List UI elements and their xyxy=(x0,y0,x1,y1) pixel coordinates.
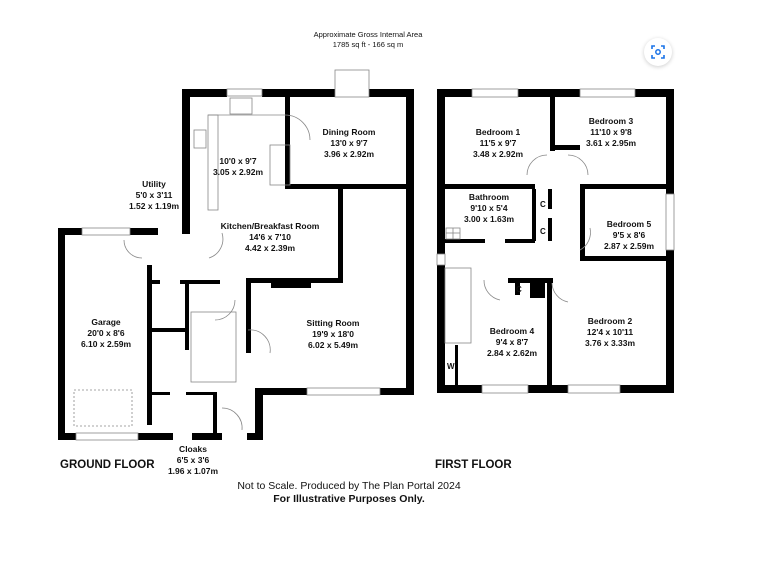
room-label-line: Kitchen/Breakfast Room xyxy=(220,221,320,231)
room-label-line: Garage xyxy=(91,317,121,327)
room-label-line: Dining Room xyxy=(322,127,376,137)
gross-area-value: 1785 sq ft - 166 sq m xyxy=(332,40,404,49)
cupboard-label: C xyxy=(540,227,546,236)
room-label-line: Bathroom xyxy=(468,192,510,202)
room-label-line: 6.02 x 5.49m xyxy=(307,340,359,350)
room-label-line: Bedroom 3 xyxy=(588,116,634,126)
ground-floor-fixtures xyxy=(73,69,381,441)
room-label-line: Bedroom 2 xyxy=(587,316,633,326)
room-label-line: 6'5 x 3'6 xyxy=(176,455,210,465)
gross-area-title: Approximate Gross Internal Area xyxy=(313,30,423,39)
room-label-line: 3.76 x 3.33m xyxy=(584,338,636,348)
room-label-line: 9'5 x 8'6 xyxy=(612,230,646,240)
room-label-line: Utility xyxy=(142,179,166,189)
room-label-line: 3.48 x 2.92m xyxy=(472,149,524,159)
ground-floor-title: GROUND FLOOR xyxy=(60,459,155,471)
wardrobe-label: W xyxy=(447,362,455,371)
room-label-line: Bedroom 1 xyxy=(475,127,521,137)
room-label-line: 1.52 x 1.19m xyxy=(128,201,180,211)
first-floor-fixtures xyxy=(436,88,675,394)
room-label-line: 3.00 x 1.63m xyxy=(463,214,515,224)
gross-area: Approximate Gross Internal Area 1785 sq … xyxy=(314,30,423,50)
room-label-line: 10'0 x 9'7 xyxy=(219,156,257,166)
room-label-line: 9'10 x 5'4 xyxy=(470,203,508,213)
room-label-line: 13'0 x 9'7 xyxy=(330,138,368,148)
room-label-line: 3.61 x 2.95m xyxy=(585,138,637,148)
room-label-line: 9'4 x 8'7 xyxy=(495,337,529,347)
cupboard-label: C xyxy=(540,200,546,209)
room-label-line: Cloaks xyxy=(179,444,207,454)
room-label-line: 6.10 x 2.59m xyxy=(80,339,132,349)
footer-credit: Not to Scale. Produced by The Plan Porta… xyxy=(237,480,461,492)
lens-button[interactable] xyxy=(644,38,672,66)
room-label-line: 3.96 x 2.92m xyxy=(323,149,375,159)
room-label-line: Bedroom 4 xyxy=(489,326,535,336)
room-label-line: 5'0 x 3'11 xyxy=(135,190,173,200)
room-label-line: 3.05 x 2.92m xyxy=(212,167,264,177)
lens-scan-icon xyxy=(651,45,665,59)
room-label-line: 20'0 x 8'6 xyxy=(87,328,125,338)
room-label-line: 1.96 x 1.07m xyxy=(167,466,219,476)
room-label-line: Bedroom 5 xyxy=(606,219,652,229)
room-label-line: 12'4 x 10'11 xyxy=(586,327,634,337)
first-floor-walls xyxy=(437,89,674,393)
room-label-line: 11'5 x 9'7 xyxy=(479,138,517,148)
room-label-line: 19'9 x 18'0 xyxy=(312,329,354,339)
room-label-line: 2.84 x 2.62m xyxy=(486,348,538,358)
footer-disclaimer: For Illustrative Purposes Only. xyxy=(273,493,425,505)
room-label-line: 14'6 x 7'10 xyxy=(249,232,291,242)
room-label-line: Sitting Room xyxy=(306,318,360,328)
ground-floor-walls xyxy=(58,89,414,440)
room-label-line: 4.42 x 2.39m xyxy=(244,243,296,253)
room-label-line: 2.87 x 2.59m xyxy=(603,241,655,251)
cupboard-label: C xyxy=(516,285,522,294)
first-floor-title: FIRST FLOOR xyxy=(435,459,512,471)
room-label-line: 11'10 x 9'8 xyxy=(590,127,632,137)
